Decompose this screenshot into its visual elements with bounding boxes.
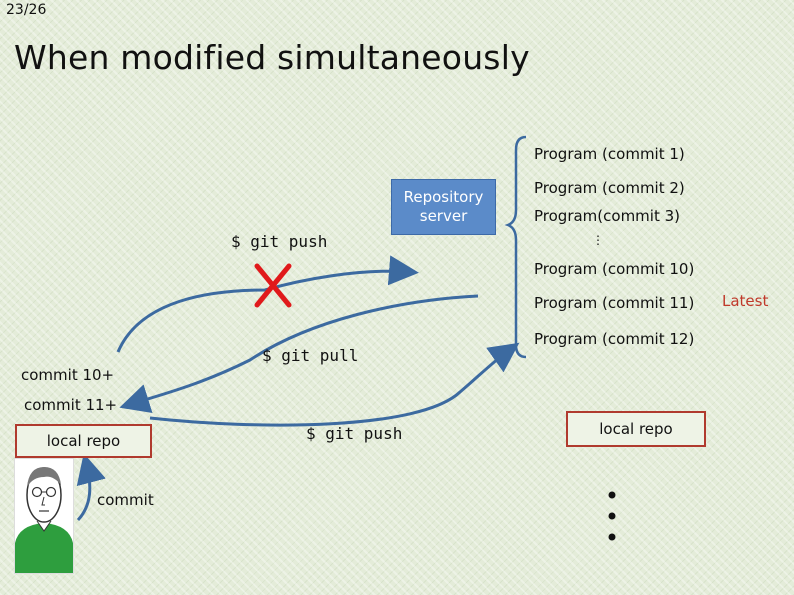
- local-repo-left-box: local repo: [15, 424, 152, 458]
- commit-10-label: commit 10+: [21, 366, 115, 384]
- slide-number: 23/26: [6, 2, 47, 18]
- local-repo-right-label: local repo: [599, 420, 673, 438]
- git-push-command-bottom: $ git push: [306, 424, 403, 443]
- slide-title: When modified simultaneously: [14, 38, 530, 77]
- server-label-line2: server: [419, 207, 468, 225]
- commit-ellipsis: ⋮: [592, 233, 604, 247]
- commit-item-1: Program (commit 1): [534, 145, 685, 163]
- push-arrow-bottom: [149, 342, 520, 427]
- pull-arrow: [119, 294, 479, 414]
- reject-x-icon: [254, 263, 292, 308]
- latest-label: Latest: [722, 292, 769, 310]
- git-push-command-top: $ git push: [231, 232, 328, 251]
- ellipsis-dot-2: [608, 512, 616, 520]
- commit-item-3: Program(commit 3): [534, 207, 681, 225]
- server-label-line1: Repository: [403, 188, 484, 207]
- person-drawing: [15, 467, 73, 573]
- person-avatar: [14, 458, 74, 574]
- repository-server-box: Repository server: [391, 179, 496, 235]
- commit-brace: [504, 135, 527, 359]
- commit-11-label: commit 11+: [24, 396, 118, 414]
- ellipsis-dot-1: [608, 491, 616, 499]
- local-repo-left-label: local repo: [46, 432, 121, 450]
- commit-item-11: Program (commit 11): [534, 294, 695, 312]
- push-arrow-top: [116, 255, 419, 353]
- local-repo-right-box: local repo: [566, 411, 706, 447]
- commit-label: commit: [97, 491, 154, 509]
- ellipsis-dot-3: [608, 533, 616, 541]
- git-pull-command: $ git pull: [262, 346, 359, 365]
- commit-item-2: Program (commit 2): [534, 179, 685, 197]
- commit-arrow: [76, 453, 106, 522]
- commit-item-12: Program (commit 12): [534, 330, 695, 348]
- commit-item-10: Program (commit 10): [534, 260, 695, 278]
